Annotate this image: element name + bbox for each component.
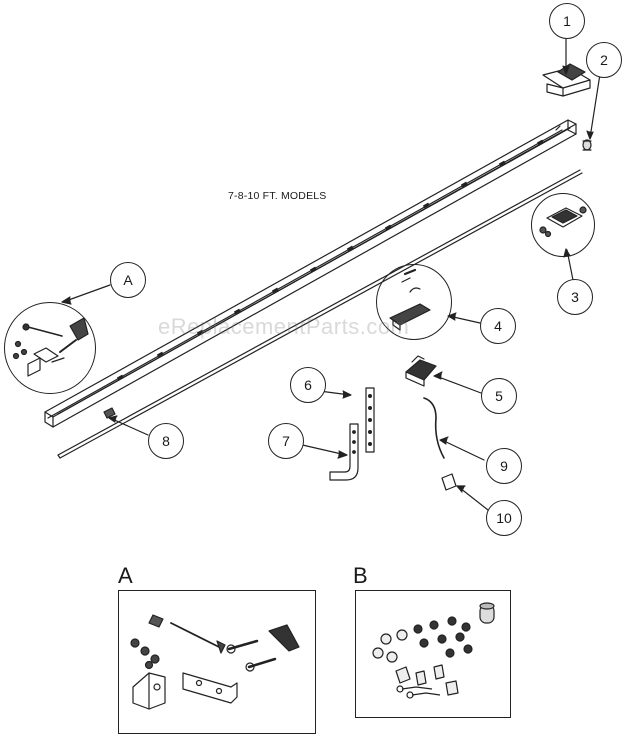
cable-drawing xyxy=(423,397,445,459)
kit-b-label: B xyxy=(353,563,368,588)
kit-b-box xyxy=(355,590,511,718)
coupler-drawing xyxy=(582,139,592,151)
kit-a-box xyxy=(118,590,316,734)
kit-a-label: A xyxy=(118,563,133,588)
callout-6: 6 xyxy=(290,367,326,403)
callout-10: 10 xyxy=(486,500,522,536)
trolley-drawing xyxy=(405,355,437,387)
callout-8: 8 xyxy=(148,423,184,459)
callout-5: 5 xyxy=(481,378,517,414)
rail-slots xyxy=(116,139,544,381)
detail-a-circle xyxy=(4,302,96,394)
rail-drawing xyxy=(44,119,577,428)
tag-drawing xyxy=(441,473,457,491)
part-4-circle xyxy=(376,264,452,340)
straight-arm-drawing xyxy=(365,387,375,453)
callout-1: 1 xyxy=(549,3,585,39)
callout-4: 4 xyxy=(480,308,516,344)
callout-2: 2 xyxy=(586,42,622,78)
callout-7: 7 xyxy=(268,423,304,459)
kit-b-drawing xyxy=(372,602,495,699)
callout-3: 3 xyxy=(557,279,593,315)
model-label: 7-8-10 FT. MODELS xyxy=(228,190,327,202)
callout-a: A xyxy=(110,262,146,298)
kit-a-drawing xyxy=(130,614,300,710)
watermark: eReplacementParts.com xyxy=(158,314,410,339)
curved-arm-drawing xyxy=(329,423,359,481)
rod-clip-drawing xyxy=(103,407,116,419)
callout-9: 9 xyxy=(486,448,522,484)
part-3-circle xyxy=(531,193,595,257)
drive-rod-drawing xyxy=(57,169,583,459)
